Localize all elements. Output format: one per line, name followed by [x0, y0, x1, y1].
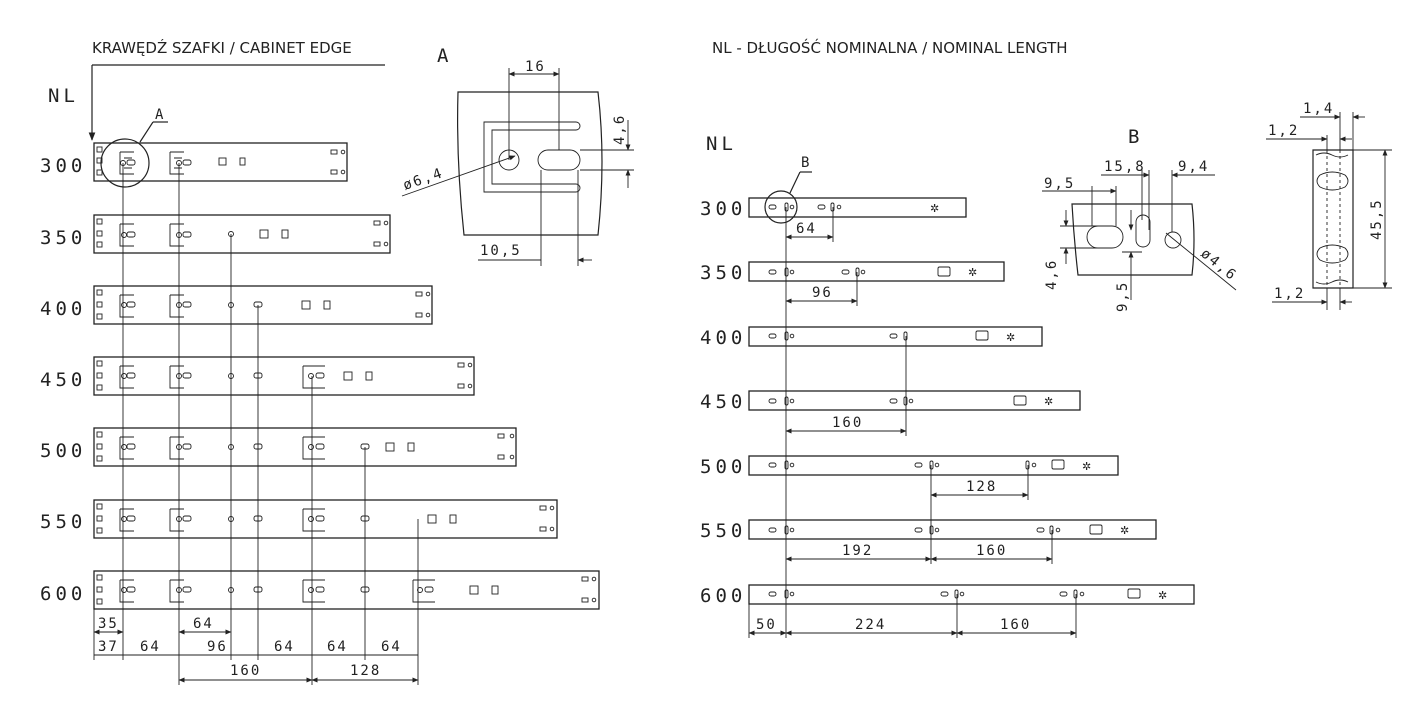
left-rail-300	[93, 142, 348, 182]
right-dim-label: 160	[976, 543, 1007, 559]
profile-dim-label: 1,2	[1274, 286, 1305, 302]
right-dim-label: 192	[842, 543, 873, 559]
left-dim-label: 35	[98, 616, 119, 632]
right-dim-label: 64	[796, 221, 817, 237]
left-row-label: 600	[40, 583, 86, 605]
star-marker: ✲	[968, 266, 977, 279]
detail-b-reference: B	[801, 155, 811, 171]
left-dim-label: 64	[381, 639, 402, 655]
right-row-label: 550	[700, 520, 746, 542]
left-dim-label: 160	[230, 663, 261, 679]
detail-b-title: B	[1128, 126, 1143, 148]
right-rail-500	[748, 455, 1119, 476]
left-rail-500	[93, 427, 517, 467]
left-row-label: 350	[40, 227, 86, 249]
rail-profile: 1,4 1,2 45,5 1,2	[1266, 101, 1392, 310]
right-dim-label: 224	[855, 617, 886, 633]
left-dim-label: 128	[350, 663, 381, 679]
left-nl-label: NL	[48, 85, 79, 107]
left-dim-label: 96	[207, 639, 228, 655]
star-marker: ✲	[1158, 589, 1167, 602]
left-dim-label: 37	[98, 639, 119, 655]
detail-a-callout-circle	[100, 138, 150, 188]
right-rail-300	[748, 197, 967, 218]
right-row-label: 600	[700, 585, 746, 607]
right-row-label: 350	[700, 262, 746, 284]
left-rail-400	[93, 285, 433, 325]
right-rail-600	[748, 584, 1195, 605]
profile-dim-label: 1,2	[1268, 123, 1299, 139]
right-drawing: NL 300 350 400 450 500 550 600	[700, 133, 1195, 638]
detail-a-reference: A	[155, 107, 165, 123]
detail-b-callout-circle	[764, 190, 798, 224]
right-rail-550	[748, 519, 1157, 540]
star-marker: ✲	[1120, 524, 1129, 537]
right-row-label: 450	[700, 391, 746, 413]
star-marker: ✲	[930, 202, 939, 215]
star-marker: ✲	[1044, 395, 1053, 408]
detail-a-dim-label: 4,6	[612, 114, 628, 145]
detail-b-dim-label: ø4,6	[1197, 246, 1239, 285]
left-dim-label: 64	[327, 639, 348, 655]
star-marker: ✲	[1006, 331, 1015, 344]
right-dim-label: 128	[966, 479, 997, 495]
detail-b-dim-label: 9,4	[1178, 159, 1209, 175]
left-dim-label: 64	[140, 639, 161, 655]
left-row-label: 450	[40, 369, 86, 391]
right-dim-label: 160	[1000, 617, 1031, 633]
right-rail-350	[748, 261, 1005, 282]
detail-b-dim-label: 15,8	[1104, 159, 1146, 175]
left-row-label: 550	[40, 511, 86, 533]
right-row-label: 300	[700, 198, 746, 220]
right-nl-label: NL	[706, 133, 737, 155]
detail-b-dim-label: 4,6	[1044, 259, 1060, 290]
right-dim-label: 160	[832, 415, 863, 431]
detail-b-dim-label: 9,5	[1044, 176, 1075, 192]
star-marker: ✲	[1082, 460, 1091, 473]
left-rail-600	[93, 570, 600, 610]
left-dim-label: 64	[274, 639, 295, 655]
cabinet-edge-heading: KRAWĘDŹ SZAFKI / CABINET EDGE	[92, 38, 352, 57]
detail-b: B 9,5 15,8 9,4 4,6 9,5 ø4,6	[1042, 126, 1240, 312]
right-row-label: 500	[700, 456, 746, 478]
detail-a-title: A	[437, 45, 452, 67]
left-row-label: 300	[40, 155, 86, 177]
profile-dim-label: 45,5	[1369, 198, 1385, 240]
detail-a-dim-label: ø6,4	[401, 165, 446, 194]
right-row-label: 400	[700, 327, 746, 349]
left-row-label: 400	[40, 298, 86, 320]
detail-a-dim-label: 10,5	[480, 243, 522, 259]
right-rail-400	[748, 326, 1043, 347]
right-dim-label: 96	[812, 285, 833, 301]
left-drawing: NL 300 350 400 450 500 550 600 A	[40, 64, 600, 685]
left-rail-550	[93, 499, 558, 539]
nominal-length-heading: NL - DŁUGOŚĆ NOMINALNA / NOMINAL LENGTH	[712, 38, 1068, 57]
right-dim-label: 50	[756, 617, 777, 633]
right-rail-450	[748, 390, 1081, 411]
left-rail-350	[93, 214, 391, 254]
left-row-label: 500	[40, 440, 86, 462]
detail-a-dim-label: 16	[525, 59, 546, 75]
detail-b-dim-label: 9,5	[1115, 281, 1131, 312]
profile-dim-label: 1,4	[1303, 101, 1334, 117]
detail-a: A 16 4,6 ø6,4 10,5	[401, 45, 634, 266]
left-rail-450	[93, 356, 475, 396]
left-dim-label: 64	[193, 616, 214, 632]
